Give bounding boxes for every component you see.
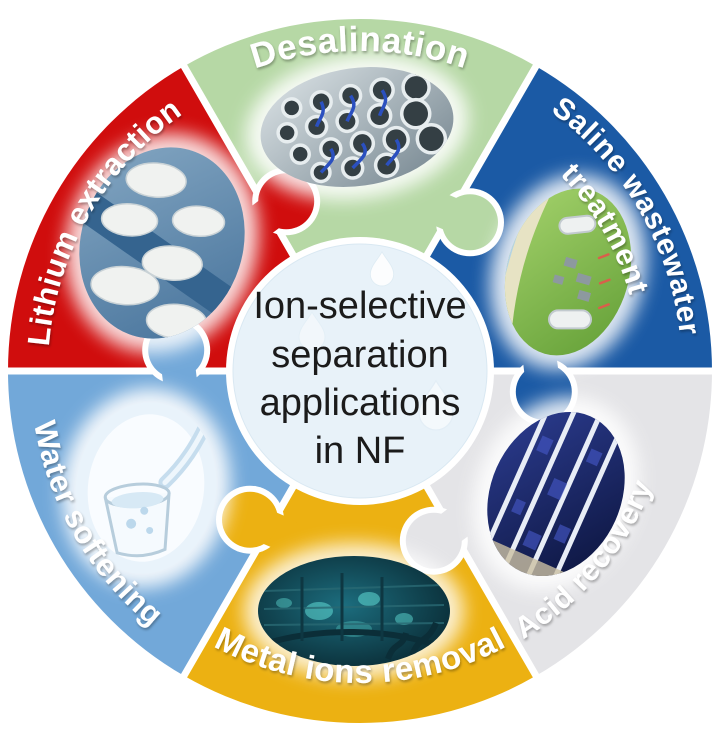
center-title-line: in NF	[315, 430, 406, 472]
water-glass-photo	[61, 388, 231, 588]
center-circle	[232, 243, 488, 499]
membrane-stack-photo	[462, 389, 650, 599]
center-title-line: Ion-selective	[253, 285, 466, 327]
puzzle-knob-acid	[405, 512, 462, 569]
industrial-plant-night-photo	[244, 543, 464, 679]
puzzle-knob-desalination	[442, 194, 498, 251]
salt-lake-photo	[54, 125, 270, 361]
center-title-line: separation	[271, 334, 448, 376]
center-hub: Ion-selective separation applications in…	[226, 237, 494, 505]
membrane-modules-photo	[245, 54, 469, 200]
center-title-line: applications	[260, 382, 461, 424]
water-droplet-icon	[369, 250, 395, 287]
water-droplet-icon	[418, 379, 454, 431]
water-droplet-icon	[298, 310, 326, 351]
puzzle-knob-metal	[222, 491, 278, 548]
coastal-treatment-plant-photo	[485, 173, 651, 371]
center-title: Ion-selective separation applications in…	[253, 285, 466, 472]
